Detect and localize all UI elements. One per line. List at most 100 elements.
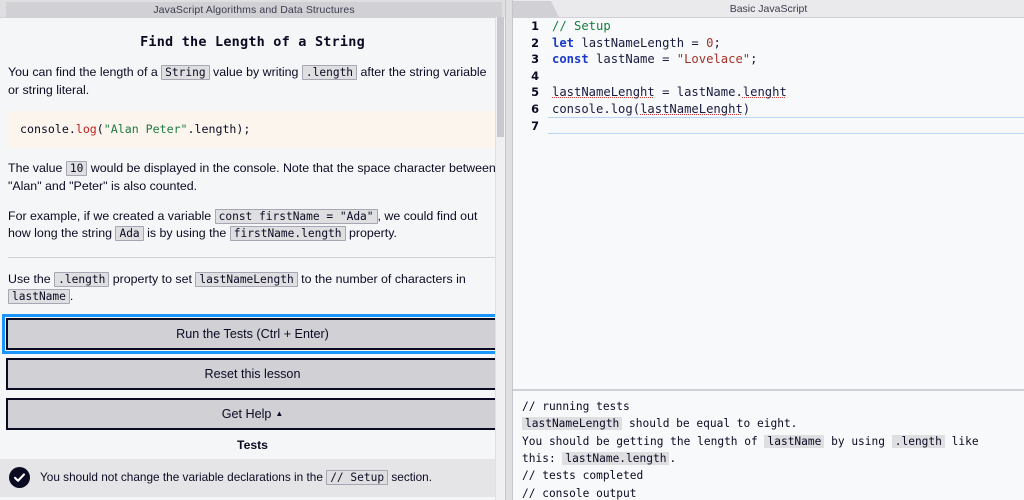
left-scrollbar[interactable] [495,17,505,500]
action-buttons: Run the Tests (Ctrl + Enter) Reset this … [0,313,505,430]
line-number: 2 [531,35,539,50]
code-tail: .length); [187,122,251,137]
code-line-content[interactable]: const lastName = "Lovelace"; [548,51,1024,68]
p3-text-b: , we could find out how long the string [8,208,478,241]
tests-heading: Tests [237,437,268,452]
description-paragraph-3: For example, if we created a variable co… [8,208,497,243]
code-token: ; [713,35,721,50]
line-number: 3 [531,52,539,67]
inline-code-chip: .length [891,434,945,448]
test-result-text: You should not change the variable decla… [40,468,432,486]
text-fragment: // running tests [522,400,630,413]
console-line: // console output [522,485,1015,500]
code-line-content[interactable]: lastNameLenght = lastName.lenght [548,84,1024,101]
code-token: "Lovelace" [676,52,751,67]
pane-divider-handle[interactable] [505,0,513,500]
text-fragment: You should not change the variable decla… [40,469,327,484]
code-line[interactable]: 2 let lastNameLength = 0; [513,35,1024,52]
line-number: 5 [531,85,539,100]
code-token: lenght [742,85,787,100]
line-number: 4 [531,68,539,83]
code-token: 0 [706,35,714,50]
left-scrollbar-thumb[interactable] [497,17,504,137]
p2-text-b: would be displayed in the console. Note … [8,161,496,193]
p3-text-c: is by using the [143,226,230,241]
left-tabbar: JavaScript Algorithms and Data Structure… [0,0,505,18]
tab-curriculum-title[interactable]: JavaScript Algorithms and Data Structure… [6,2,502,17]
p2-text-a: The value [8,161,66,176]
p4-text-c: to the number of characters in [297,271,466,286]
reset-lesson-button[interactable]: Reset this lesson [6,357,499,390]
code-token: let [552,35,575,50]
code-line-content[interactable]: let lastNameLength = 0; [548,35,1024,52]
line-number: 1 [531,19,539,33]
code-token: console.log( [552,101,641,116]
inline-code-const-firstname: const firstName = "Ada" [214,208,378,224]
line-number: 6 [531,101,539,116]
code-line-content[interactable]: // Setup [548,18,1024,35]
console-line: // running tests [522,398,1015,415]
inline-code-lastnamelength: lastNameLength [195,271,298,287]
inline-code-length-2: .length [54,271,110,287]
text-fragment: by using [824,434,892,448]
inline-code-lastname: lastName [8,289,70,305]
left-scroll-area: Find the Length of a String You can find… [0,18,505,500]
code-string-literal: "Alan Peter" [103,122,188,137]
example-code-block: console.log("Alan Peter".length); [8,111,497,149]
code-editor[interactable]: 1 // Setup 2 let lastNameLength = 0; 3 const … [513,18,1024,390]
inline-code-string: String [161,65,210,80]
inline-code-chip: // Setup [326,469,389,485]
code-editor-pane: Basic JavaScript 1 // Setup 2 let lastNameL… [513,0,1024,500]
code-token: = [662,52,677,67]
code-line-content[interactable] [548,117,1024,135]
description-paragraph-2: The value 10 would be displayed in the c… [8,160,497,195]
code-token: lastNameLength [574,35,692,50]
console-line: lastNameLength should be equal to eight. [522,415,1015,432]
code-line[interactable]: 6 console.log(lastNameLenght) [513,101,1024,118]
run-tests-button[interactable]: Run the Tests (Ctrl + Enter) [2,313,503,354]
code-line[interactable]: 4 [513,68,1024,85]
p4-text-a: Use the [8,271,55,286]
editor-tab-shape[interactable] [513,1,559,17]
code-log-fn: log [75,122,97,137]
p3-text-d: property. [345,226,397,241]
line-number: 7 [531,118,539,133]
inline-code-length: .length [301,65,358,80]
text-fragment: . [669,452,677,466]
code-token: lastNameLenght [640,101,743,116]
console-lines: // running tests lastNameLength should be… [522,398,1015,500]
code-token: // Setup [552,19,611,33]
right-tabbar: Basic JavaScript [513,0,1024,18]
code-token: ) [742,101,751,116]
code-lines[interactable]: 1 // Setup 2 let lastNameLength = 0; 3 const … [513,18,1024,135]
code-token: = [691,35,707,50]
code-line-content[interactable]: console.log(lastNameLenght) [548,101,1024,118]
inline-code-chip: lastName [764,434,825,448]
test-result-row: You should not change the variable decla… [0,458,505,497]
description-paragraph-1: You can find the length of a String valu… [8,64,497,99]
p3-text-a: For example, if we created a variable [8,208,215,223]
section-divider [8,256,497,258]
inline-code-firstname-length: firstName.length [229,226,346,242]
text-fragment: // tests completed [522,469,644,483]
code-line[interactable]: 1 // Setup [513,18,1024,35]
console-line: // tests completed [522,467,1015,484]
console-line: You should be getting the length of last… [522,433,1015,468]
code-open-paren: ( [96,122,104,137]
inline-code-ada: Ada [115,226,144,242]
get-help-button[interactable]: Get Help▲ [6,397,499,430]
code-token: lastName [588,52,663,67]
code-console: console. [20,122,76,137]
code-token: ; [750,52,758,67]
code-token: lastNameLenght [552,85,655,100]
inline-code-chip: lastName.length [562,452,670,466]
code-line[interactable]: 7 [513,117,1024,135]
inline-code-chip: lastNameLength [522,417,623,431]
tests-list: You should not change the variable decla… [0,458,505,500]
p1-text-b: value by writing [209,65,302,79]
tab-basic-javascript[interactable]: Basic JavaScript [729,2,808,15]
code-line[interactable]: 5 lastNameLenght = lastName.lenght [513,84,1024,101]
inline-code-ten: 10 [65,161,88,177]
code-line[interactable]: 3 const lastName = "Lovelace"; [513,51,1024,68]
description-paragraph-4: Use the .length property to set lastName… [8,271,497,306]
